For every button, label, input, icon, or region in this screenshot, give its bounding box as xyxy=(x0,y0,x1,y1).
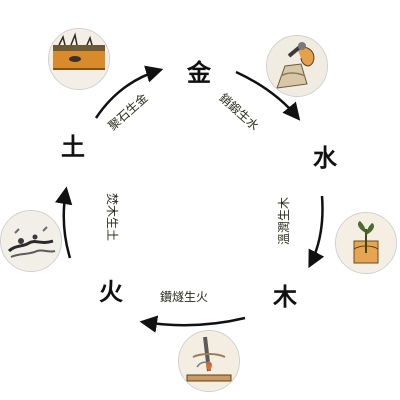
element-earth: 土 xyxy=(61,132,85,161)
arrow-water-to-wood xyxy=(308,195,325,269)
label-wood-to-fire: 鑽燧生火 xyxy=(160,290,209,304)
soil-layer-icon xyxy=(48,28,110,90)
ash-and-char-icon xyxy=(0,210,62,272)
element-fire: 火 xyxy=(99,277,123,306)
label-fire-to-earth: 焚木生土 xyxy=(105,192,120,242)
sprout-in-water-icon xyxy=(335,212,397,274)
element-water: 水 xyxy=(313,143,337,172)
arrow-wood-to-fire xyxy=(139,315,246,333)
element-wood: 木 xyxy=(273,282,297,311)
metal-forging-icon xyxy=(266,35,328,97)
arrow-earth-to-metal xyxy=(94,65,164,119)
label-water-to-wood: 溫潤生木 xyxy=(277,196,292,246)
fire-drill-icon xyxy=(178,330,240,392)
element-metal: 金 xyxy=(187,58,211,87)
arrow-metal-to-water xyxy=(235,70,301,121)
arrow-fire-to-earth xyxy=(55,186,73,259)
